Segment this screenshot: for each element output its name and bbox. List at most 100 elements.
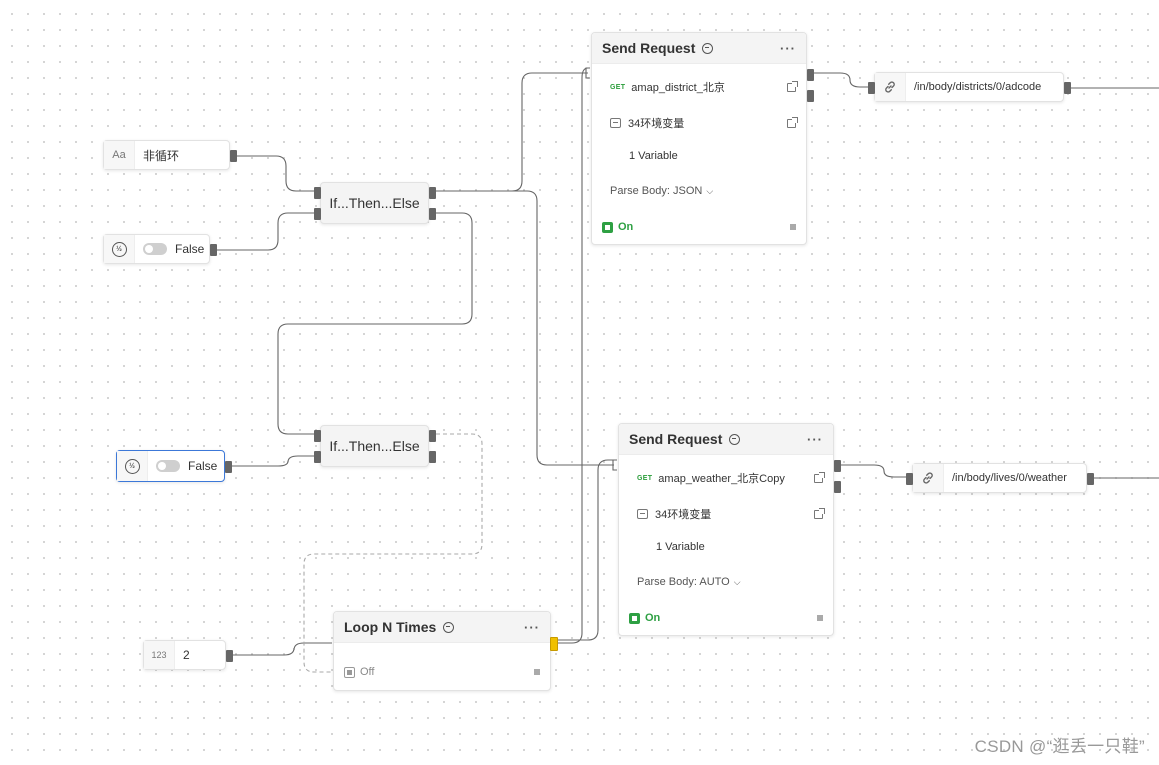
if-then-else-node[interactable]: If...Then...Else <box>314 425 436 467</box>
variable-count: 1 Variable <box>629 150 678 162</box>
loop-n-times-node[interactable]: Loop N Times ··· Off <box>333 611 558 691</box>
number-value: 2 <box>183 648 190 662</box>
on-toggle-icon[interactable] <box>629 612 640 624</box>
input-port-condition[interactable] <box>314 187 321 199</box>
output-port-success[interactable] <box>834 460 841 472</box>
json-path-value: /in/body/districts/0/adcode <box>914 81 1042 93</box>
wire <box>841 464 908 478</box>
output-port-success[interactable] <box>807 69 814 81</box>
settings-icon[interactable] <box>729 433 741 445</box>
input-port-value[interactable] <box>314 451 321 463</box>
text-type-icon: Aa <box>104 141 135 169</box>
boolean-node[interactable]: ½ False <box>103 234 217 264</box>
more-menu-button[interactable]: ··· <box>807 431 823 447</box>
variable-count: 1 Variable <box>656 541 705 553</box>
settings-icon[interactable] <box>702 42 714 54</box>
output-port[interactable] <box>230 150 237 162</box>
chevron-down-icon: ⌵ <box>733 576 741 587</box>
request-status: On <box>645 612 661 624</box>
request-title: Send Request <box>629 431 723 447</box>
settings-icon[interactable] <box>443 621 455 633</box>
open-external-icon[interactable] <box>787 116 798 128</box>
boolean-label: False <box>175 242 205 256</box>
boolean-node-selected[interactable]: ½ False <box>116 450 232 482</box>
parse-body-row[interactable]: Parse Body: AUTO ⌵ <box>637 576 823 588</box>
loop-title: Loop N Times <box>344 619 437 635</box>
boolean-icon: ½ <box>111 241 127 257</box>
request-header: Send Request ··· <box>619 424 833 455</box>
request-title: Send Request <box>602 40 696 56</box>
resize-handle[interactable] <box>790 224 796 230</box>
parse-body-select[interactable]: Parse Body: AUTO <box>637 576 730 588</box>
request-row[interactable]: GET amap_weather_北京Copy <box>637 470 825 486</box>
parse-body-select[interactable]: Parse Body: JSON <box>610 185 703 197</box>
output-port-else[interactable] <box>429 208 436 220</box>
chevron-down-icon: ⌵ <box>706 185 714 196</box>
input-port-condition[interactable] <box>314 430 321 442</box>
loop-status: Off <box>360 666 375 678</box>
on-toggle-icon[interactable] <box>602 221 613 233</box>
open-external-icon[interactable] <box>814 471 825 483</box>
parse-body-row[interactable]: Parse Body: JSON ⌵ <box>610 185 796 197</box>
number-input-node[interactable]: 123 2 <box>143 640 233 670</box>
input-port[interactable] <box>868 82 875 94</box>
output-port-fail[interactable] <box>807 90 814 102</box>
environment-row[interactable]: 34环境变量 <box>637 506 825 522</box>
if-label: If...Then...Else <box>329 438 420 454</box>
wire <box>558 459 614 641</box>
link-icon-box <box>913 464 944 492</box>
environment-name: 34环境变量 <box>628 118 685 130</box>
loop-header: Loop N Times ··· <box>334 612 550 643</box>
wire <box>232 642 332 656</box>
output-port-else[interactable] <box>429 451 436 463</box>
send-request-node[interactable]: Send Request ··· GET amap_weather_北京Copy… <box>618 423 841 636</box>
port-bracket <box>585 67 590 79</box>
more-menu-button[interactable]: ··· <box>780 40 796 56</box>
request-status: On <box>618 221 634 233</box>
wire <box>228 455 316 467</box>
variables-row: 1 Variable <box>629 150 796 162</box>
open-external-icon[interactable] <box>787 80 798 92</box>
output-port[interactable] <box>210 244 217 256</box>
text-value: 非循环 <box>143 148 180 163</box>
resize-handle[interactable] <box>534 669 540 675</box>
number-type-icon: 123 <box>144 641 175 669</box>
status-row[interactable]: On <box>629 612 823 624</box>
wire <box>814 72 870 88</box>
if-then-else-node[interactable]: If...Then...Else <box>314 182 436 224</box>
status-row[interactable]: On <box>602 221 796 233</box>
link-icon <box>923 472 933 484</box>
more-menu-button[interactable]: ··· <box>524 619 540 635</box>
request-row[interactable]: GET amap_district_北京 <box>610 79 798 95</box>
input-port[interactable] <box>906 473 913 485</box>
output-port-fail[interactable] <box>834 481 841 493</box>
wire <box>558 67 589 644</box>
text-input-node[interactable]: Aa 非循环 <box>103 140 237 170</box>
loop-status-row: Off <box>344 666 540 678</box>
output-port[interactable] <box>226 650 233 662</box>
json-path-node[interactable]: /in/body/lives/0/weather <box>906 463 1094 493</box>
environment-name: 34环境变量 <box>655 509 712 521</box>
output-port[interactable] <box>1087 473 1094 485</box>
wire <box>216 212 316 251</box>
json-path-value: /in/body/lives/0/weather <box>952 472 1067 484</box>
environment-row[interactable]: 34环境变量 <box>610 115 798 131</box>
open-external-icon[interactable] <box>814 507 825 519</box>
wire <box>277 212 473 435</box>
resize-handle[interactable] <box>817 615 823 621</box>
output-port[interactable] <box>1064 82 1071 94</box>
output-port-then[interactable] <box>429 430 436 442</box>
output-port-then[interactable] <box>429 187 436 199</box>
send-request-node[interactable]: Send Request ··· GET amap_district_北京 34… <box>591 32 814 245</box>
wire <box>434 190 614 466</box>
boolean-toggle[interactable] <box>143 243 167 255</box>
link-icon-box <box>875 73 906 101</box>
http-method: GET <box>637 474 653 482</box>
boolean-icon: ½ <box>124 458 140 474</box>
output-port[interactable] <box>225 461 232 473</box>
json-path-node[interactable]: /in/body/districts/0/adcode <box>868 72 1071 102</box>
boolean-toggle[interactable] <box>156 460 180 472</box>
input-port-value[interactable] <box>314 208 321 220</box>
loop-output-port[interactable] <box>550 637 558 651</box>
